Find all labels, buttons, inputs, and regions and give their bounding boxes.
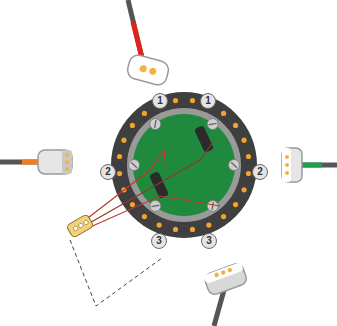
cable [133,22,142,58]
ring-dot [241,138,246,143]
ring-dot [246,154,251,159]
callout-number: 3 [206,236,212,246]
ring-dot [121,138,126,143]
ring-dot [206,222,211,227]
component [194,125,214,153]
cable [0,160,40,165]
callout-circle: 1 [152,93,168,109]
ring-dot [173,98,178,103]
callout-number: 2 [257,167,263,177]
component [149,171,169,199]
screw [149,118,162,131]
ring-dot [221,214,226,219]
ring-dot [221,111,226,116]
callout-circle: 3 [151,233,167,249]
screw [206,118,219,131]
inner-ring [127,108,241,222]
ring-dot [142,214,147,219]
connector-plug [203,262,248,296]
screw [126,157,142,173]
callout-circle: 1 [200,93,216,109]
ring-dot [246,171,251,176]
ring-dot [117,171,122,176]
ring-dot [190,98,195,103]
ring-dot [241,187,246,192]
housing-ring [111,92,257,238]
callout-circle: 3 [201,233,217,249]
ring-dot [173,227,178,232]
cable [300,163,322,168]
wire [88,196,220,228]
callout-number: 2 [105,167,111,177]
ring-dot [130,123,135,128]
ring-dot [117,154,122,159]
ring-dot [190,227,195,232]
screw [226,157,242,173]
connector-plug [126,53,171,87]
cable [300,163,337,168]
callout-number: 3 [156,236,162,246]
wire [84,150,166,221]
ring-dot [157,222,162,227]
callout-circle: 2 [252,164,268,180]
ring-dot [233,123,238,128]
callout-number: 1 [205,96,211,106]
cable [214,290,224,326]
callout-number: 1 [157,96,163,106]
ring-dot [233,202,238,207]
callout-circle: 2 [100,164,116,180]
connector-plug [38,150,72,174]
ring-dot [142,111,147,116]
wire [86,142,213,225]
connector-plug [282,148,302,182]
dashed-line [70,240,162,306]
ring-dot [130,202,135,207]
cable [128,0,142,58]
screw [149,200,162,213]
small-connector [66,214,94,238]
